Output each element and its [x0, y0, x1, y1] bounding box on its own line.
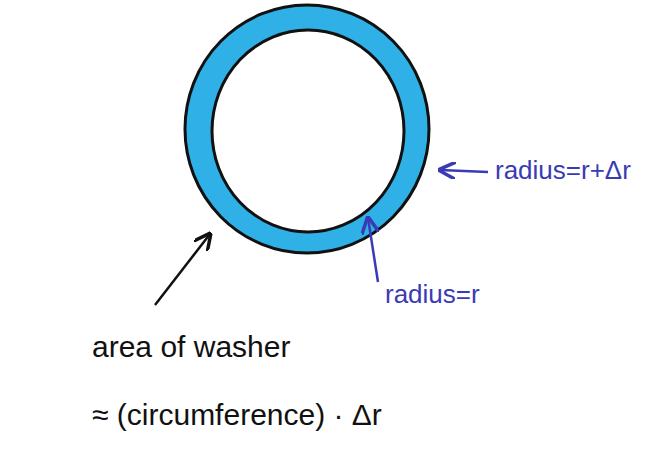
inner-circle	[212, 30, 404, 232]
outer-radius-label: radius=r+Δr	[495, 156, 631, 185]
approximation-formula: ≈ (circumference) · Δr	[92, 398, 382, 431]
outer-circle	[185, 5, 429, 253]
washer-area-label: area of washer	[92, 330, 290, 363]
inner-radius-arrow	[368, 218, 378, 282]
washer-fill	[185, 5, 429, 253]
washer-pointer-arrow	[155, 234, 210, 305]
inner-radius-label: radius=r	[385, 280, 480, 309]
outer-radius-arrow	[440, 170, 488, 172]
